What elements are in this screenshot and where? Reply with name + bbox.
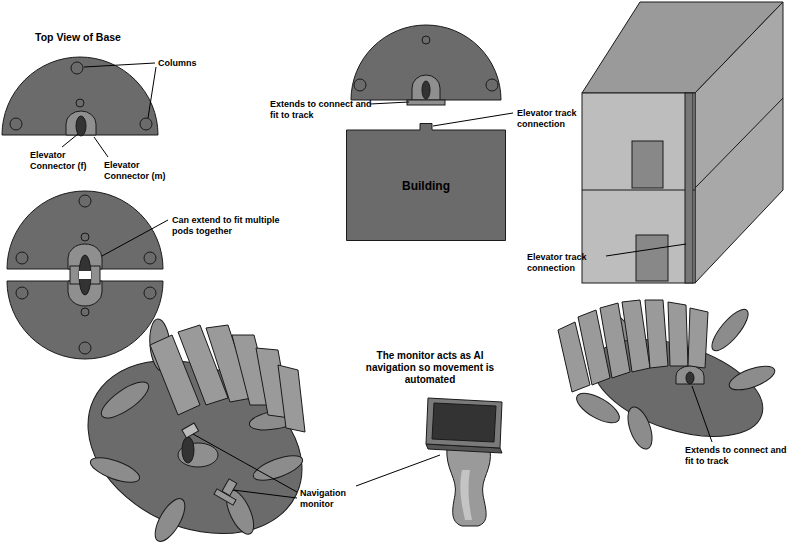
pod-right	[558, 300, 778, 455]
connector-extension	[407, 100, 445, 105]
box-outline	[347, 124, 506, 241]
elevator-connector	[412, 75, 440, 100]
monitor-screen	[432, 403, 496, 442]
column	[16, 287, 28, 299]
elevator-track	[685, 93, 693, 283]
pod-left	[60, 318, 331, 560]
base-half-disc	[2, 57, 158, 135]
leader-line	[84, 63, 155, 67]
building-3d	[582, 2, 783, 283]
connector-hole	[422, 81, 430, 99]
monitor-handle	[447, 447, 491, 526]
pod-arm	[87, 453, 142, 488]
column	[144, 252, 156, 264]
monitor	[426, 398, 502, 526]
column	[16, 252, 28, 264]
building-front	[582, 93, 695, 283]
navigation-monitor	[214, 489, 236, 505]
joined-pods	[7, 191, 163, 359]
pod-slat	[278, 365, 305, 432]
base-half-disc	[351, 25, 501, 100]
callout-label: Navigation monitor	[300, 488, 362, 510]
connector-hole	[79, 255, 91, 295]
column	[10, 118, 22, 130]
box-body: Building	[346, 130, 506, 241]
window	[632, 141, 663, 188]
callout-label: Elevator track connection	[527, 252, 617, 274]
callout-label: Can extend to fit multiple pods together	[172, 215, 290, 237]
column	[79, 342, 91, 354]
callout-label: Elevator Connector (f)	[30, 150, 102, 172]
pod-arm	[149, 494, 190, 546]
column	[79, 195, 91, 207]
pod-arm	[572, 387, 624, 428]
callout-label: Elevator Connector (m)	[104, 160, 176, 182]
elevator-connector	[66, 111, 96, 135]
gap	[79, 271, 91, 279]
callout-label: Elevator track connection	[517, 108, 607, 130]
column	[81, 308, 89, 316]
base-top-view	[2, 57, 158, 136]
column	[140, 118, 152, 130]
pod-arm	[250, 451, 305, 486]
column	[144, 287, 156, 299]
column	[422, 36, 430, 44]
floor-line	[582, 190, 695, 191]
leader-line	[433, 113, 513, 126]
pod-arm	[726, 361, 777, 394]
floor-line	[695, 98, 783, 188]
leader-line	[94, 137, 108, 157]
column	[486, 79, 498, 91]
note-label: The monitor acts as AI navigation so mov…	[360, 350, 500, 386]
callout-label: Extends to connect and fit to track	[270, 99, 374, 121]
leader-line	[356, 455, 440, 486]
leader-line	[370, 102, 409, 104]
figure-title: Top View of Base	[35, 31, 155, 44]
pod-slat	[645, 300, 668, 368]
leader-line	[62, 134, 78, 147]
column	[354, 79, 366, 91]
connector-hole	[686, 372, 694, 384]
handle-highlight	[460, 470, 472, 520]
monitor-frame	[426, 398, 502, 448]
column	[76, 99, 84, 107]
leader-line	[193, 434, 297, 492]
pod-slat	[688, 308, 708, 368]
connector-hole	[76, 116, 86, 136]
door	[636, 235, 668, 281]
leader-line	[233, 490, 297, 498]
column	[81, 233, 89, 241]
connector-hole	[182, 437, 194, 463]
pod-slat	[668, 302, 688, 366]
callout-label: Columns	[158, 58, 218, 69]
box-text: Building	[402, 179, 450, 193]
callout-label: Extends to connect and fit to track	[685, 445, 789, 467]
elevator-connector	[676, 366, 704, 384]
leader-line	[692, 386, 712, 442]
building-box: Building	[346, 123, 506, 241]
leader-line	[102, 220, 168, 256]
base-to-building	[351, 25, 501, 105]
building-side	[695, 2, 783, 283]
leader-line	[606, 244, 686, 256]
pod-arm	[96, 376, 153, 425]
leader-lines	[62, 63, 712, 498]
pod-arm	[623, 404, 657, 452]
leader-line	[148, 67, 156, 118]
pod-arm	[706, 304, 753, 355]
column	[71, 62, 83, 74]
